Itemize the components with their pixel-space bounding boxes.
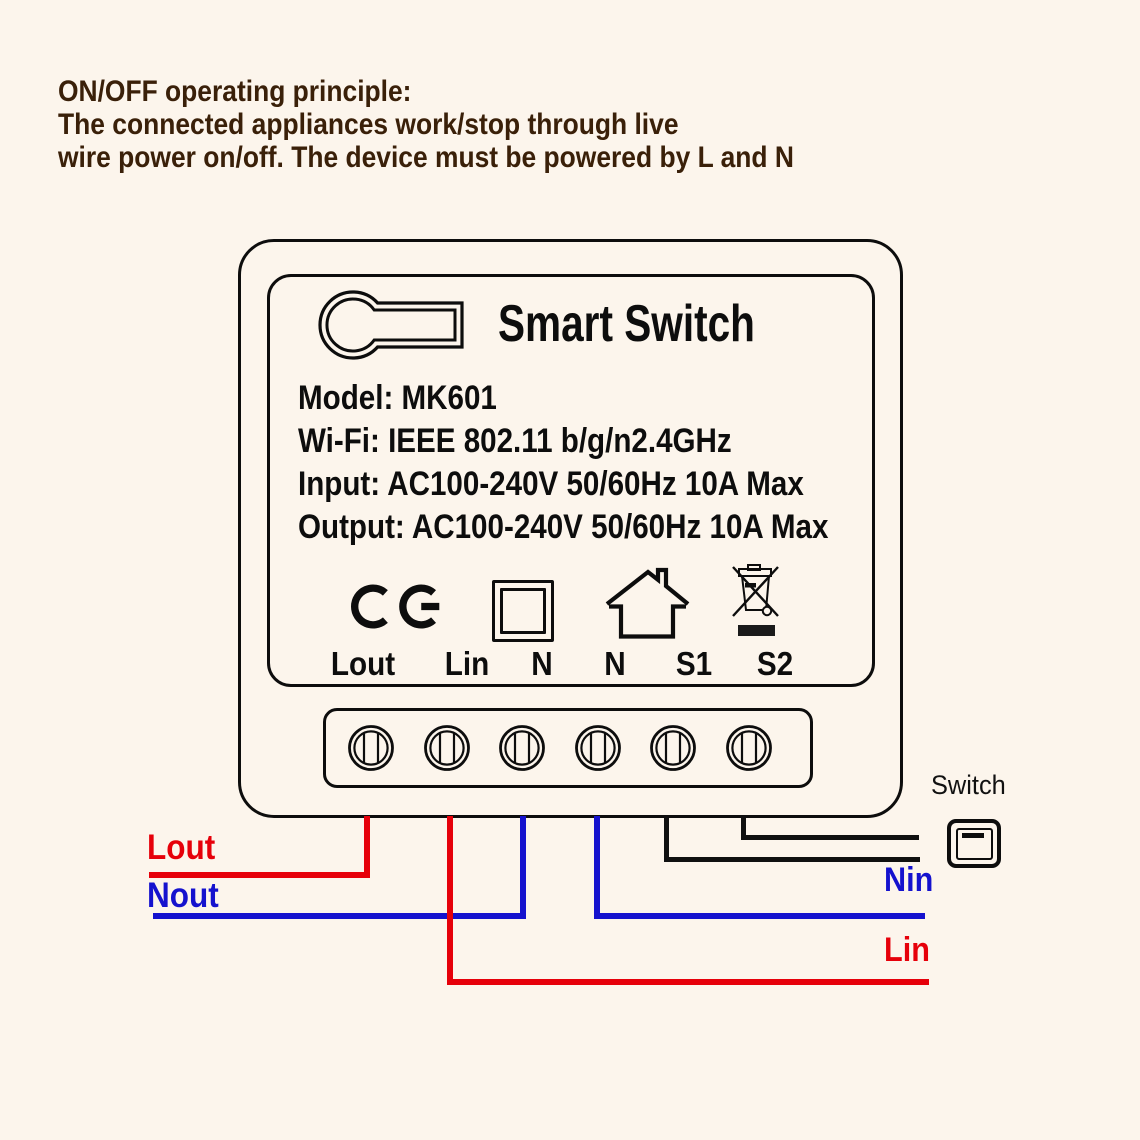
spec-input: Input: AC100-240V 50/60Hz 10A Max [298,465,804,503]
indoor-use-house-icon [605,567,690,639]
terminal-screws [348,725,772,771]
ce-mark-icon [351,584,440,629]
class-ii-insulation-icon [492,580,554,642]
operating-principle-text: ON/OFF operating principle: The connecte… [58,75,894,174]
device-title: Smart Switch [498,295,755,353]
wall-switch-button [956,828,993,860]
spec-wifi: Wi-Fi: IEEE 802.11 b/g/n2.4GHz [298,422,732,460]
wall-switch-icon [947,819,1001,868]
device-specs: Model: MK601 Wi-Fi: IEEE 802.11 b/g/n2.4… [298,377,908,549]
lin-wire-vertical [447,816,453,985]
nin-wire-vertical [594,816,600,919]
terminal-label-s1: S1 [675,645,713,682]
header-line-1: ON/OFF operating principle: [58,75,412,108]
nout-wire-horizontal [153,913,526,919]
terminal-block [323,708,813,788]
lout-wire-horizontal [149,872,370,878]
header-line-3: wire power on/off. The device must be po… [58,141,794,174]
weee-crossed-bin-icon [732,564,779,636]
terminal-label-s2: S2 [756,645,794,682]
switch-label: Switch [931,770,1006,800]
s1-wire-horizontal [664,857,920,862]
device-outer-case [238,239,903,818]
device-label-panel [267,274,875,687]
spec-output: Output: AC100-240V 50/60Hz 10A Max [298,508,829,546]
nout-wire-vertical [520,816,526,919]
terminal-label-lout: Lout [330,645,396,682]
s2-wire-horizontal [741,835,919,840]
spec-model: Model: MK601 [298,379,497,417]
nin-wire-horizontal [594,913,925,919]
wall-switch-rocker-line [962,833,984,838]
terminal-label-n2: N [604,645,626,682]
terminal-label-n1: N [531,645,553,682]
brand-key-logo-icon [318,290,464,360]
lout-label: Lout [147,828,216,867]
lout-wire-vertical [364,816,370,878]
class-ii-inner-square [500,588,546,634]
lin-label: Lin [884,931,930,969]
terminal-label-lin: Lin [444,645,490,682]
terminal-screw [348,725,772,771]
lin-wire-horizontal [447,979,929,985]
s1-wire-vertical [664,816,669,862]
nin-label: Nin [884,861,934,899]
header-line-2: The connected appliances work/stop throu… [58,108,679,141]
nout-label: Nout [147,876,219,915]
s2-wire-vertical [741,816,746,840]
